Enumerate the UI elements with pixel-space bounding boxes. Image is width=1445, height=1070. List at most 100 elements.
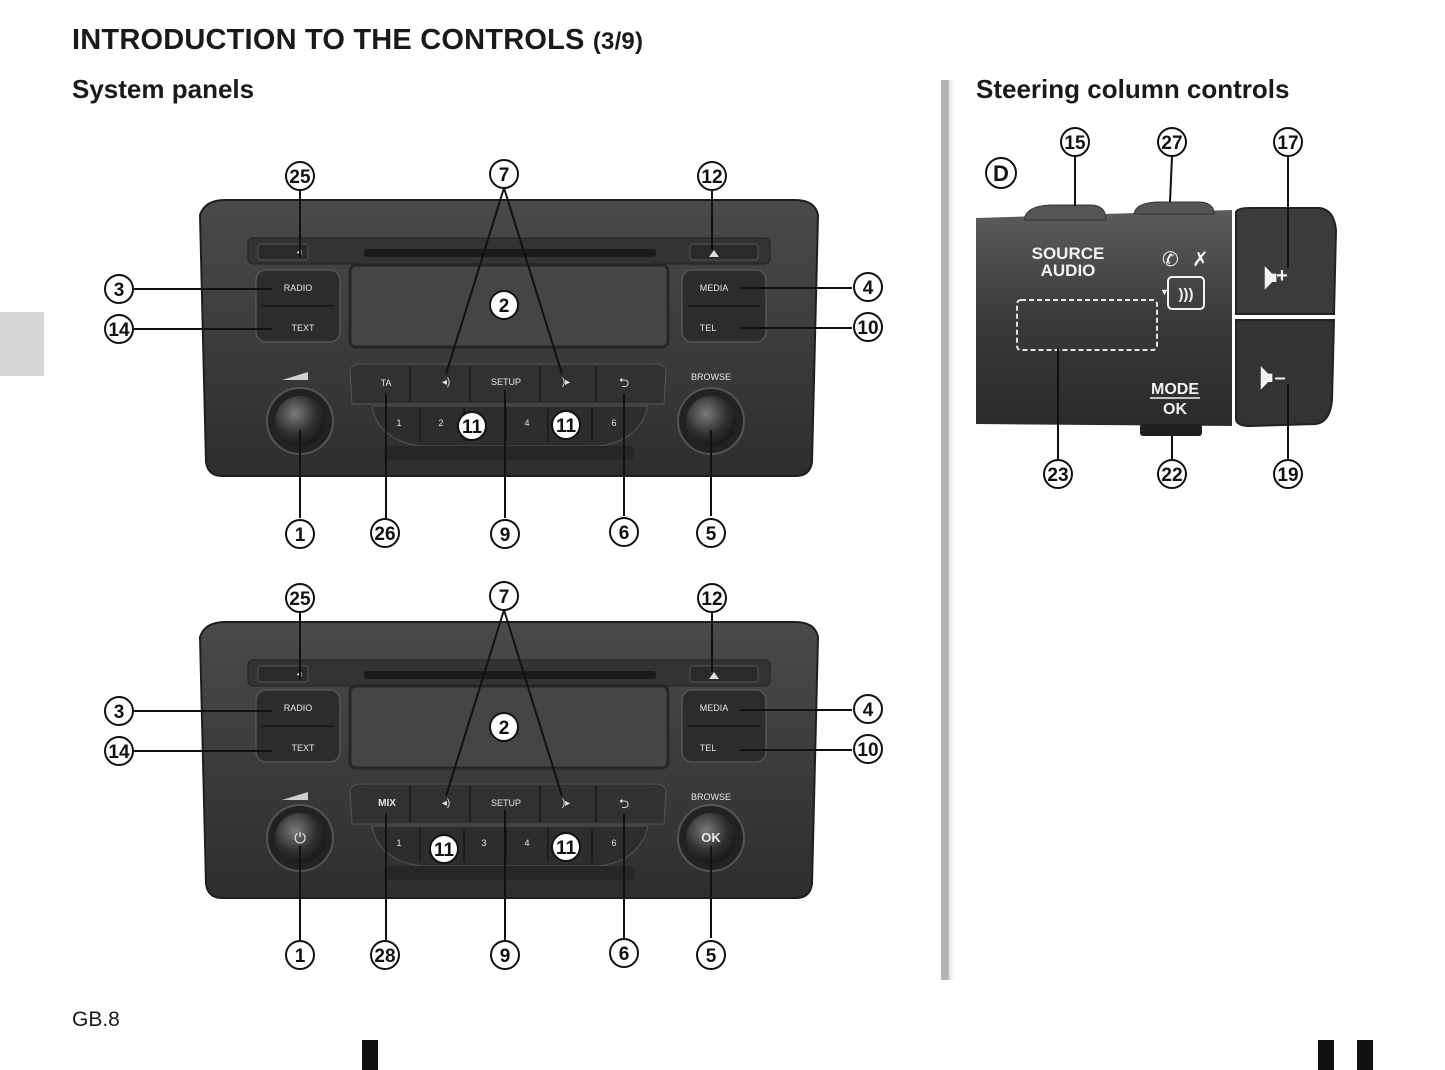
- source-audio-button-15[interactable]: [1023, 204, 1107, 221]
- chapter-tab: [0, 312, 44, 376]
- page-title: INTRODUCTION TO THE CONTROLS (3/9): [72, 24, 644, 56]
- next-icon[interactable]: )▸: [562, 377, 570, 388]
- svg-text:–: –: [1274, 367, 1285, 389]
- prev-icon[interactable]: ◂): [442, 798, 450, 809]
- page-indicator: (3/9): [592, 28, 644, 55]
- callout-19: 19: [1277, 465, 1298, 486]
- callout-17: 17: [1277, 133, 1298, 154]
- mode-ok-button-22[interactable]: [1140, 424, 1202, 436]
- callout-6: 6: [619, 523, 630, 544]
- eject-button[interactable]: [689, 243, 759, 261]
- setup-button[interactable]: SETUP: [491, 377, 521, 387]
- leader-lines-bottom: [134, 609, 852, 940]
- leader-lines-top: [134, 187, 852, 518]
- preset-1-button[interactable]: 1: [396, 838, 401, 848]
- callout-1: 1: [295, 525, 306, 546]
- callout-25: 25: [289, 167, 311, 188]
- callout-6: 6: [619, 944, 630, 965]
- media-button[interactable]: MEDIA: [700, 283, 729, 293]
- callout-27: 27: [1161, 133, 1182, 154]
- figure-letter: D: [993, 161, 1009, 186]
- cd-slot: [364, 671, 656, 679]
- svg-text:))): ))): [1179, 286, 1194, 303]
- preset-1-button[interactable]: 1: [396, 418, 401, 428]
- speaker-plus-icon: 🕨: [1255, 258, 1277, 296]
- callout-3: 3: [114, 702, 125, 723]
- ok-label: OK: [1163, 401, 1187, 418]
- ok-label: OK: [701, 830, 721, 845]
- power-icon: ⏻: [294, 830, 306, 847]
- volume-up-button[interactable]: [1235, 207, 1338, 315]
- callout-14: 14: [108, 742, 130, 763]
- radio-panel-top: ◂) )▸ ⮌ ◂: [198, 199, 820, 477]
- callout-9: 9: [500, 946, 511, 967]
- voice-recognition-icon: [1167, 276, 1205, 310]
- callout-12: 12: [701, 589, 722, 610]
- steering-controls-heading: Steering column controls: [976, 74, 1290, 104]
- preset-4-button[interactable]: 4: [524, 418, 529, 428]
- callout-10: 10: [857, 740, 878, 761]
- callout-22: 22: [1161, 465, 1182, 486]
- leader-lines-steering: [1057, 155, 1289, 460]
- preset-3-button[interactable]: 3: [481, 838, 486, 848]
- radio-panel-bottom: ⏻ ◂) )▸ ⮌ ◂: [198, 621, 820, 899]
- callout-12: 12: [701, 167, 722, 188]
- page-number: GB.8: [72, 1008, 120, 1031]
- radio-button[interactable]: RADIO: [284, 283, 313, 293]
- callout-1: 1: [295, 946, 306, 967]
- preset-6-button[interactable]: 6: [611, 418, 616, 428]
- browse-label: BROWSE: [691, 372, 731, 382]
- callout-7: 7: [499, 587, 510, 608]
- callout-14: 14: [108, 320, 130, 341]
- callout-4: 4: [863, 700, 874, 721]
- callout-2: 2: [499, 296, 510, 317]
- mode-label: MODE: [1151, 381, 1199, 398]
- media-button[interactable]: MEDIA: [700, 703, 729, 713]
- callout-11: 11: [556, 838, 577, 859]
- back-icon[interactable]: ⮌: [619, 375, 629, 390]
- setup-button[interactable]: SETUP: [491, 798, 521, 808]
- steering-stalk: ✆ ✗ ))) ▼ 🕨 + 🕨 –: [976, 201, 1338, 436]
- phone-hangup-icon: ✗: [1192, 249, 1209, 271]
- mute-button[interactable]: [257, 243, 309, 261]
- tel-button[interactable]: TEL: [700, 743, 717, 753]
- preset-2-button[interactable]: 2: [438, 418, 443, 428]
- thumbwheel-23[interactable]: [1016, 299, 1158, 351]
- callout-7: 7: [499, 165, 510, 186]
- callout-circles-top: [104, 159, 883, 549]
- callout-2: 2: [499, 718, 510, 739]
- volume-down-button[interactable]: [1235, 319, 1336, 428]
- callout-9: 9: [500, 525, 511, 546]
- callout-3: 3: [114, 280, 125, 301]
- source-label-line1: SOURCE: [1032, 244, 1105, 263]
- callout-11: 11: [462, 417, 483, 438]
- column-divider: [941, 80, 955, 980]
- eject-button[interactable]: [689, 665, 759, 683]
- text-button[interactable]: TEXT: [291, 323, 315, 333]
- callout-28: 28: [374, 946, 395, 967]
- phone-answer-icon: ✆: [1162, 249, 1179, 271]
- source-label-line2: AUDIO: [1041, 261, 1096, 280]
- svg-text:+: +: [1276, 265, 1288, 287]
- callout-15: 15: [1064, 133, 1086, 154]
- mix-button[interactable]: MIX: [378, 798, 396, 809]
- prev-icon[interactable]: ◂): [442, 377, 450, 388]
- print-mark: [1318, 1040, 1334, 1070]
- mute-button[interactable]: [257, 665, 309, 683]
- print-mark: [362, 1040, 378, 1070]
- text-button[interactable]: TEXT: [291, 743, 315, 753]
- radio-button[interactable]: RADIO: [284, 703, 313, 713]
- svg-text:▼: ▼: [1160, 287, 1169, 297]
- ta-button[interactable]: TA: [381, 378, 392, 388]
- callout-circles-steering: [985, 127, 1303, 489]
- button-27[interactable]: [1133, 201, 1215, 215]
- print-mark: [1357, 1040, 1373, 1070]
- back-icon[interactable]: ⮌: [619, 796, 629, 811]
- callout-5: 5: [706, 524, 717, 545]
- next-icon[interactable]: )▸: [562, 798, 570, 809]
- preset-4-button[interactable]: 4: [524, 838, 529, 848]
- preset-6-button[interactable]: 6: [611, 838, 616, 848]
- tel-button[interactable]: TEL: [700, 323, 717, 333]
- callout-11: 11: [556, 416, 577, 437]
